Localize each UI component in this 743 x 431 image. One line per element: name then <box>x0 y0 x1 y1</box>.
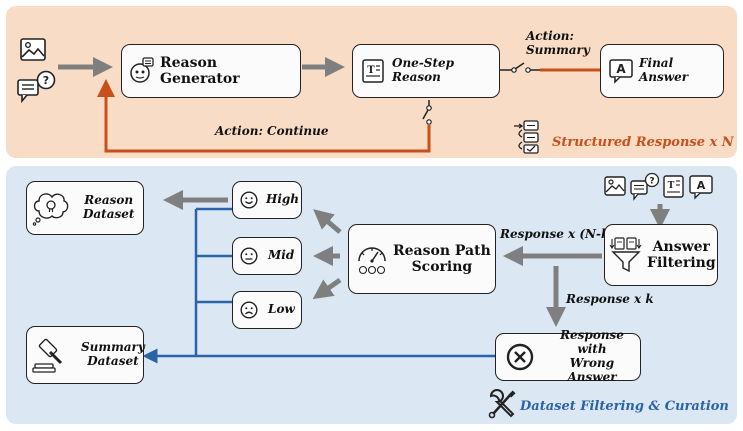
summary-dataset-box: Summary Dataset <box>26 326 145 384</box>
scoring-line-1: Reason Path <box>393 242 491 259</box>
wrong-answer-label: Response with Wrong Answer <box>544 329 640 384</box>
tools-wrench-icon <box>488 389 516 419</box>
reason-path-scoring-label: Reason Path Scoring <box>393 243 491 275</box>
reason-dataset-label: Reason Dataset <box>83 193 135 222</box>
neutral-face-icon <box>240 247 258 265</box>
wrong-answer-box: Response with Wrong Answer <box>495 329 641 384</box>
thinking-bulb-icon <box>32 193 69 226</box>
structured-response-caption: Structured Response x N <box>552 135 734 150</box>
robot-head-icon <box>130 57 154 83</box>
final-answer-box: A Final Answer <box>600 44 724 98</box>
svg-text:?: ? <box>43 74 49 87</box>
continue-switch-node-b <box>426 119 432 125</box>
answer-filtering-label: Answer Filtering <box>647 239 716 271</box>
mid-label: Mid <box>268 248 295 263</box>
answer-filtering-box: Answer Filtering <box>604 224 718 286</box>
arrow-scoring-to-low <box>312 277 342 300</box>
one-step-reason-label: One-Step Reason <box>392 56 455 84</box>
wrong-answer-line-1: Response with <box>560 328 624 357</box>
summary-dataset-line-1: Summary <box>81 340 145 355</box>
reason-dataset-box: Reason Dataset <box>26 181 144 235</box>
response-k-label: Response x k <box>566 292 654 306</box>
one-step-reason-box: T One-Step Reason <box>352 44 500 98</box>
svg-text:T: T <box>668 181 675 191</box>
high-label: High <box>266 192 300 207</box>
svg-text:A: A <box>697 179 706 192</box>
gavel-icon <box>32 338 63 373</box>
dataset-filtering-caption: Dataset Filtering & Curation <box>520 399 729 414</box>
action-summary-line-1: Action: <box>526 29 574 43</box>
arrow-scoring-to-high <box>313 209 342 234</box>
gauge-meter-icon <box>358 247 386 275</box>
action-continue-label: Action: Continue <box>215 124 329 138</box>
summary-dataset-label: Summary Dataset <box>81 340 145 369</box>
action-summary-line-2: Summary <box>526 42 590 57</box>
summary-dataset-line-2: Dataset <box>87 354 139 368</box>
filtering-line-2: Filtering <box>647 255 716 271</box>
filter-funnel-icon <box>609 237 642 273</box>
reason-path-scoring-box: Reason Path Scoring <box>348 224 496 294</box>
wrong-x-circle-icon <box>506 343 534 371</box>
reason-generator-box: Reason Generator <box>121 44 301 98</box>
svg-text:A: A <box>616 62 626 76</box>
low-label: Low <box>268 302 295 317</box>
continue-switch-lever <box>422 109 429 120</box>
answer-icon-small: A <box>689 175 713 200</box>
image-icon-small <box>604 176 626 196</box>
svg-text:T: T <box>367 65 375 76</box>
mid-score-box: Mid <box>232 237 302 275</box>
document-icon-small: T <box>663 175 684 198</box>
scoring-line-2: Scoring <box>411 259 473 275</box>
document-text-icon: T <box>362 59 384 83</box>
filtering-line-1: Answer <box>652 238 710 255</box>
response-n-minus-k-label: Response x (N-k) <box>500 227 616 241</box>
action-summary-label: Action: Summary <box>526 29 596 58</box>
low-score-box: Low <box>232 291 302 329</box>
continue-switch-node-a <box>426 105 432 111</box>
reason-dataset-line-2: Dataset <box>83 207 135 221</box>
reason-generator-label: Reason Generator <box>160 54 240 87</box>
summary-switch-lever <box>514 62 525 70</box>
structured-list-icon <box>514 120 539 154</box>
answer-bubble-icon: A <box>609 59 633 84</box>
wrong-answer-line-2: Wrong Answer <box>567 356 617 384</box>
input-icons-row: ? T A <box>604 172 713 201</box>
svg-text:?: ? <box>649 177 654 187</box>
final-answer-label: Final Answer <box>639 56 689 84</box>
image-icon <box>20 38 46 61</box>
continue-loop-line <box>97 79 431 153</box>
summary-switch-node-b <box>525 67 531 73</box>
smile-face-icon <box>240 191 258 209</box>
high-score-box: High <box>232 181 302 219</box>
chat-question-icon-small: ? <box>630 172 660 201</box>
sad-face-icon <box>240 301 258 319</box>
reason-dataset-line-1: Reason <box>84 193 134 208</box>
chat-question-icon: ? <box>17 70 56 104</box>
